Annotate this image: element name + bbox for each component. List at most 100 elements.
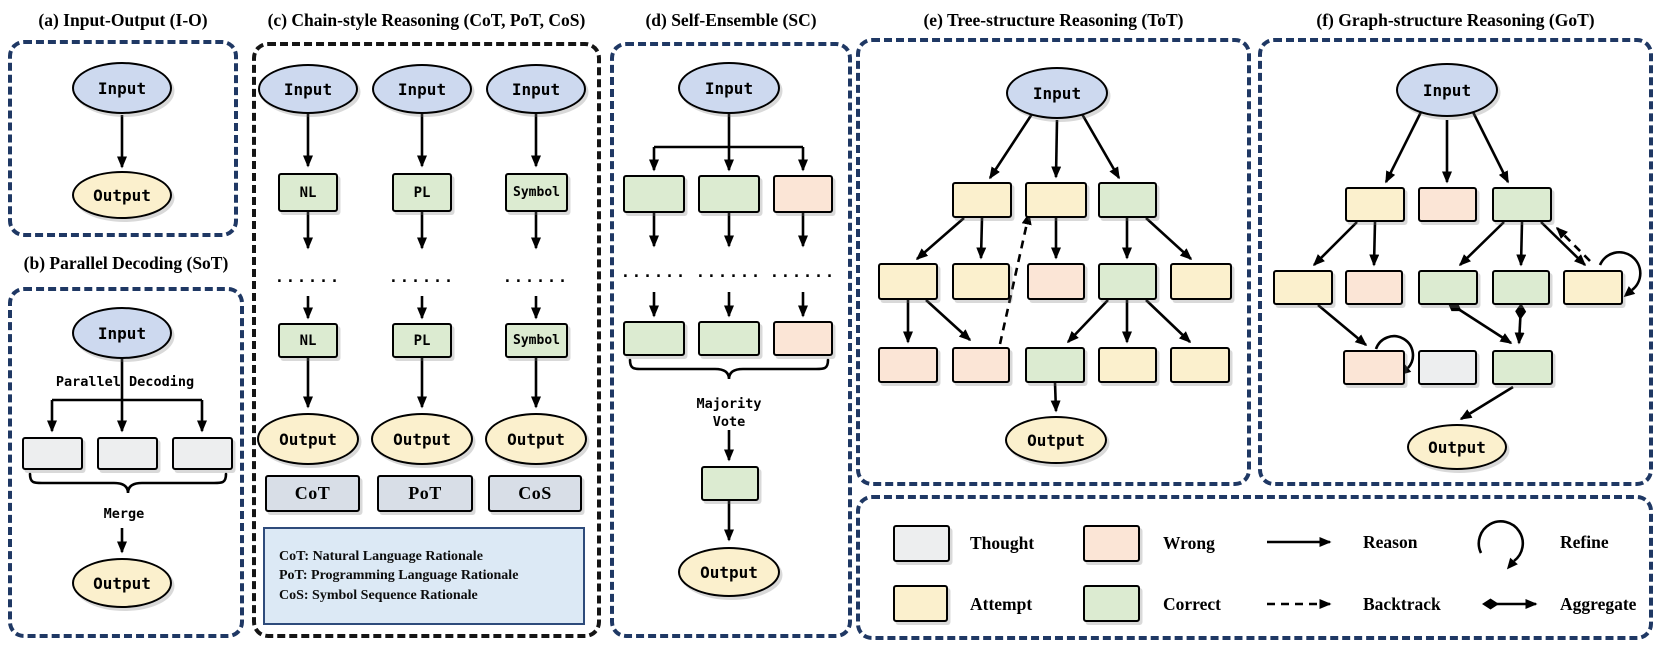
pl-node-1: PL: [392, 173, 452, 212]
input-node-d: Input: [678, 62, 780, 114]
reason-arrow: [925, 299, 972, 342]
majority-vote-label-line2: Vote: [712, 414, 746, 430]
brace: [28, 472, 228, 494]
panel-e-border: [856, 38, 1251, 486]
refine-arrowhead: [1506, 557, 1518, 570]
wrong-node-e10: [952, 347, 1010, 383]
correct-node-f7: [1492, 270, 1550, 305]
reason-arrow: [915, 217, 965, 260]
panel-f-border: [1258, 38, 1653, 486]
pot-tag-box: PoT: [377, 475, 473, 512]
attempt-node-e1: [952, 182, 1012, 218]
legend-swatch-attempt: [893, 585, 948, 622]
output-node-c2: Output: [371, 413, 473, 465]
output-node-d: Output: [678, 547, 780, 597]
input-node-c1: Input: [258, 64, 358, 114]
wrong-node-f2: [1418, 187, 1477, 222]
attempt-node-e8: [1170, 263, 1232, 300]
refine-arrow: [1374, 334, 1415, 369]
parallel-decoding-label: Parallel Decoding: [55, 374, 195, 390]
legend-label-correct: Correct: [1163, 594, 1221, 614]
symbol-node-2: Symbol: [505, 323, 568, 358]
output-node-f: Output: [1407, 424, 1507, 470]
legend-label-attempt: Attempt: [970, 594, 1033, 614]
attempt-node-f1: [1345, 187, 1405, 222]
reason-arrow: [1080, 113, 1121, 180]
wrong-node-f9: [1343, 350, 1405, 385]
reason-arrow: [1384, 111, 1423, 184]
panel-f-title: (f) Graph-structure Reasoning (GoT): [1316, 10, 1595, 30]
panel-c-border: [252, 42, 601, 638]
input-node-c2: Input: [372, 64, 472, 114]
thought-node-b3: [172, 437, 233, 470]
reason-arrow: [1050, 382, 1061, 413]
output-node-c1: Output: [257, 413, 359, 465]
aggregate-arrow: [1514, 303, 1527, 345]
attempt-node-e12: [1098, 347, 1157, 383]
cot-tag-box: CoT: [265, 475, 360, 512]
input-node-f: Input: [1396, 63, 1498, 117]
reason-arrow: [976, 217, 987, 260]
input-node-b: Input: [72, 307, 172, 359]
legend-label-thought: Thought: [970, 533, 1035, 553]
input-node-c3: Input: [486, 64, 586, 114]
reason-arrow: [1145, 299, 1192, 344]
legend-refine-glyph: [1477, 520, 1525, 563]
attempt-node-f4: [1273, 270, 1333, 305]
ellipsis-dots-d3: ······: [769, 267, 837, 285]
refine-arrowhead: [1623, 286, 1636, 298]
reason-arrow: [1312, 221, 1358, 267]
ellipsis-dots-d2: ······: [695, 267, 763, 285]
legend-label-backtrack: Backtrack: [1363, 594, 1441, 614]
panel-a-title: (a) Input-Output (I-O): [38, 10, 208, 30]
legend-swatch-wrong: [1083, 525, 1140, 562]
info-line-cos: CoS: Symbol Sequence Rationale: [279, 587, 478, 603]
panel-e-title: (e) Tree-structure Reasoning (ToT): [923, 10, 1184, 30]
reason-arrow: [988, 113, 1034, 180]
input-node-e: Input: [1006, 67, 1108, 119]
correct-node-d1: [623, 175, 685, 213]
correct-node-d5: [698, 321, 760, 356]
legend-label-wrong: Wrong: [1163, 533, 1215, 553]
reason-arrow: [1145, 217, 1193, 261]
ellipsis-dots-c2: ······: [388, 272, 456, 290]
panel-b-border: [8, 287, 244, 638]
reason-arrow: [1066, 299, 1109, 344]
output-node-b: Output: [72, 558, 172, 608]
ellipsis-dots-c3: ······: [502, 272, 570, 290]
reason-arrow: [1540, 221, 1587, 267]
legend-label-aggregate: Aggregate: [1560, 594, 1637, 614]
refine-arrow: [1598, 251, 1642, 292]
info-line-pot: PoT: Programming Language Rationale: [279, 568, 519, 584]
pl-node-2: PL: [392, 323, 452, 358]
merge-label: Merge: [103, 506, 145, 522]
symbol-node-1: Symbol: [505, 173, 568, 212]
correct-node-d4: [623, 321, 685, 356]
reason-arrow: [1051, 119, 1062, 179]
correct-node-e11: [1025, 347, 1085, 383]
thought-node-f10: [1418, 350, 1477, 385]
majority-vote-label-line1: Majority: [696, 396, 762, 412]
legend-label-reason: Reason: [1363, 532, 1418, 552]
correct-node-f3: [1492, 187, 1552, 222]
ellipsis-dots-c1: ······: [274, 272, 342, 290]
cos-tag-box: CoS: [488, 475, 582, 512]
output-node-c3: Output: [485, 413, 587, 465]
reason-arrow: [1458, 221, 1505, 267]
aggregate-arrow: [1447, 301, 1513, 345]
panel-d-border: [610, 42, 852, 638]
backtrack-arrow: [1555, 226, 1591, 262]
wrong-node-f5: [1345, 270, 1403, 305]
attempt-node-e5: [952, 263, 1010, 300]
output-node-e: Output: [1005, 416, 1107, 464]
reason-arrow: [1516, 221, 1527, 267]
vote-node-d: [701, 466, 759, 501]
thought-node-b2: [97, 437, 158, 470]
legend-border: [856, 495, 1653, 640]
wrong-node-d3: [773, 175, 833, 213]
wrong-node-e9: [878, 347, 938, 383]
output-node-a: Output: [72, 171, 172, 219]
attempt-node-e4: [878, 263, 938, 300]
